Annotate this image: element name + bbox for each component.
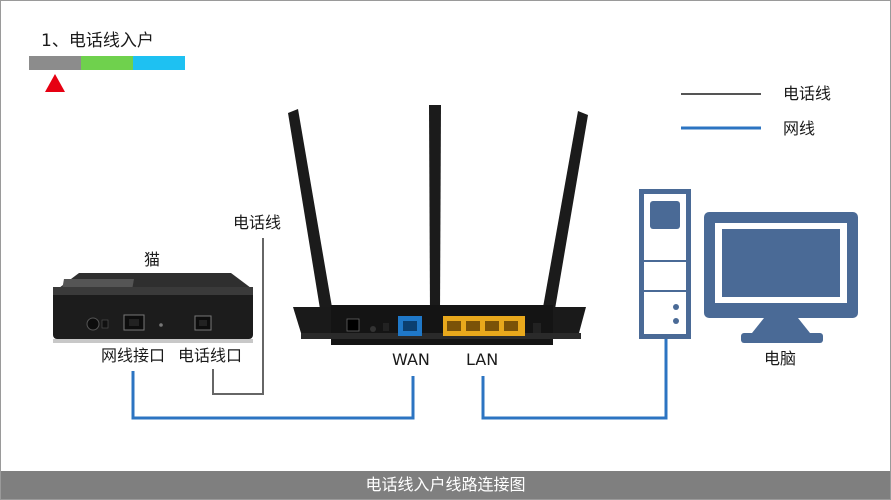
modem-network-port-label: 网线接口 [101,346,166,365]
modem-icon [53,273,253,343]
computer-label: 电脑 [764,349,797,368]
router-icon [293,305,586,345]
router-lan-label: LAN [466,350,499,369]
router-wan-label: WAN [392,350,430,369]
phone-line-label: 电话线 [233,213,282,232]
router-antenna-icon [288,105,588,315]
progress-segment-2 [81,56,133,70]
progress-marker-icon [45,74,65,92]
phone-cable [212,238,264,395]
progress-segment-1 [29,56,81,70]
footer-bar [1,471,890,499]
computer-tower-icon [639,189,691,339]
network-cable-router-computer [481,339,668,420]
footer-title: 电话线入户线路连接图 [365,475,526,494]
step-title: 1、电话线入户 [41,31,154,51]
network-cable-modem-router [131,371,415,420]
computer-monitor-icon [704,212,858,343]
legend-phone-label: 电话线 [783,84,832,103]
progress-segment-3 [133,56,185,70]
modem-label: 猫 [144,250,161,269]
legend-network-label: 网线 [783,119,816,138]
modem-phone-port-label: 电话线口 [178,346,243,365]
